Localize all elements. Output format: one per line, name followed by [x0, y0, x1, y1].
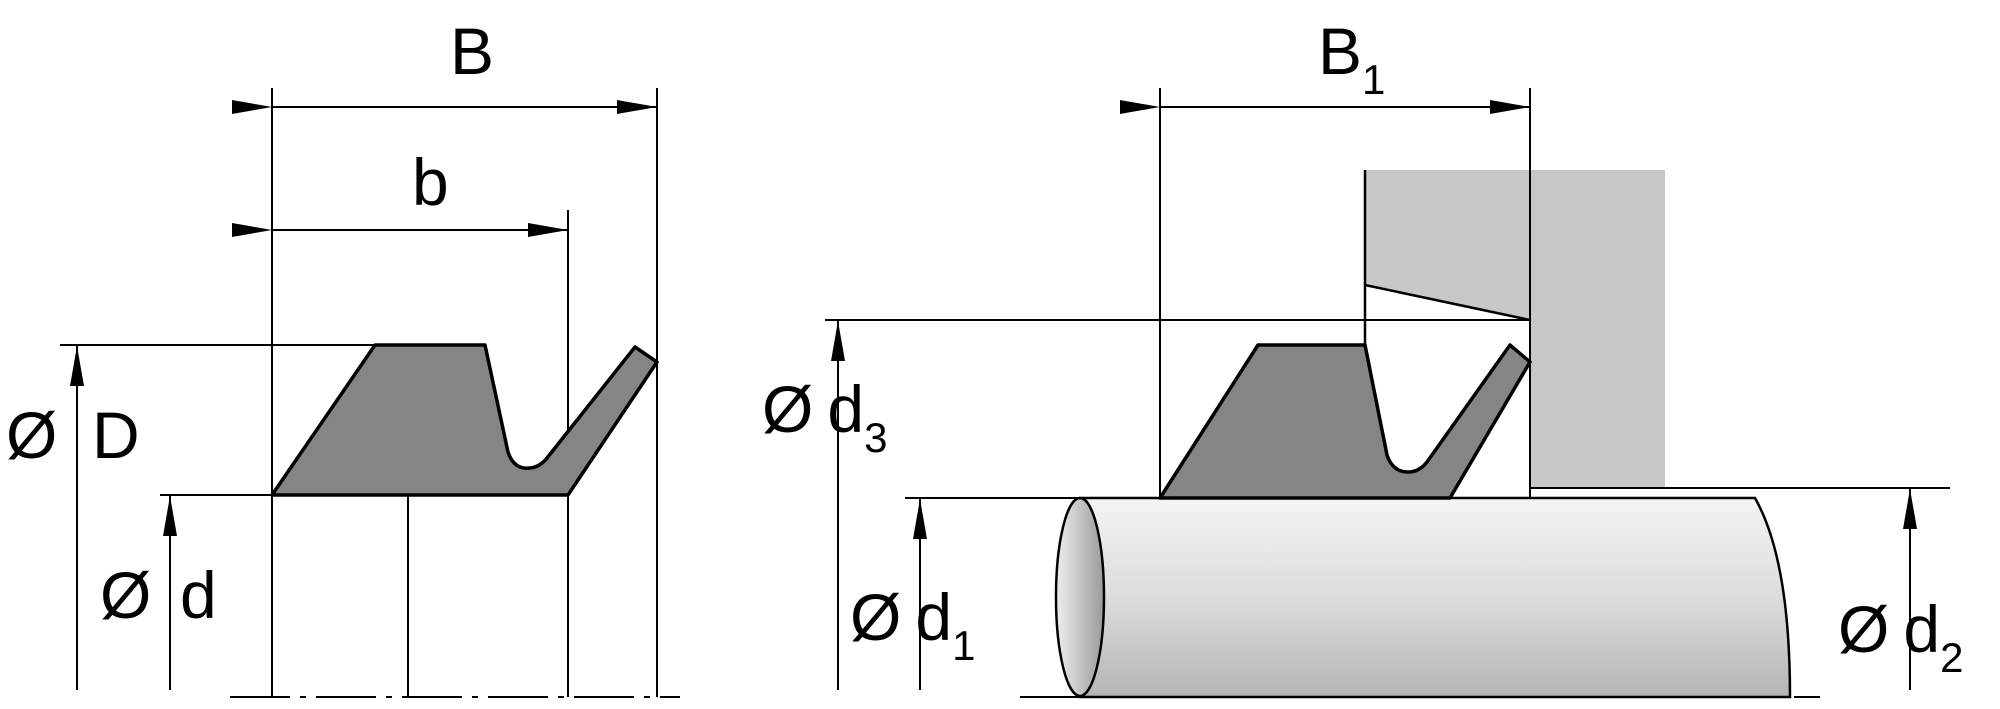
dimension-B1-label: B1	[1318, 14, 1385, 103]
diameter-symbol: Ø	[6, 398, 57, 472]
seal-profile	[270, 343, 659, 497]
dimension-d-label: d	[180, 558, 217, 632]
dimension-b-label: b	[412, 145, 449, 219]
shaft-end-face	[1054, 496, 1106, 698]
seal-profile-installed	[1158, 343, 1532, 500]
dimension-B-label: B	[450, 14, 494, 88]
left-seal-view: B b Ø D Ø d	[6, 14, 680, 698]
shaft	[1078, 496, 1792, 699]
diameter-symbol: Ø	[100, 558, 151, 632]
housing	[1365, 170, 1665, 488]
housing-chamfer	[1364, 283, 1531, 322]
dimension-D-label: D	[92, 398, 140, 472]
